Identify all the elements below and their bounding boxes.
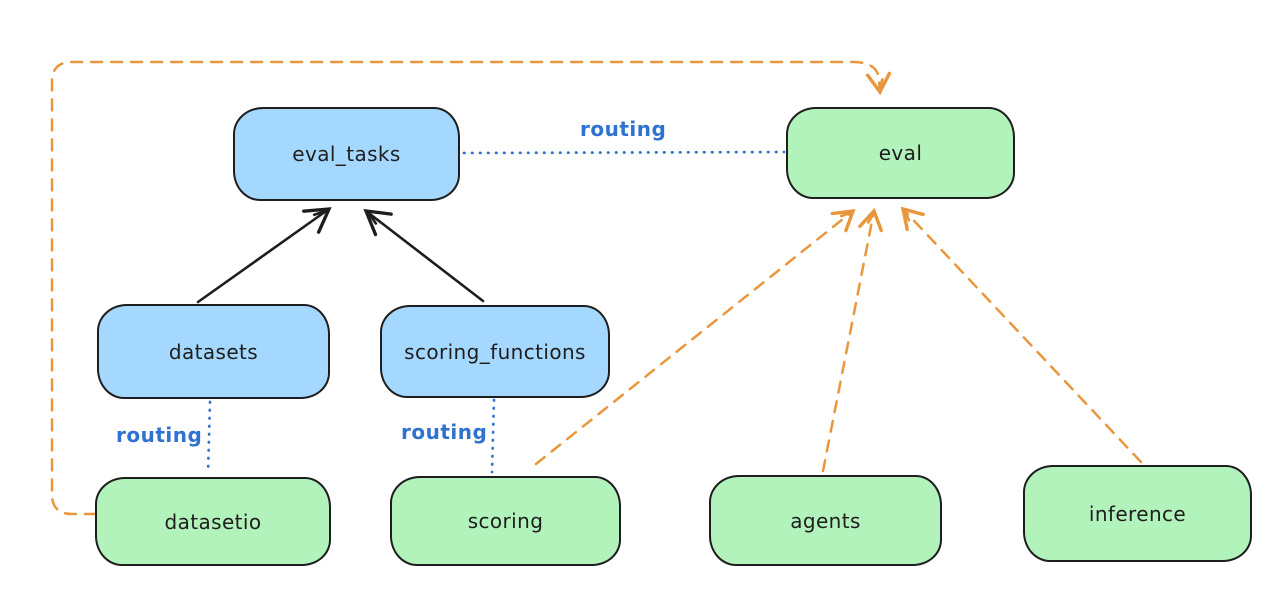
node-scoring-functions-label: scoring_functions [404, 339, 586, 364]
node-inference: inference [1023, 465, 1252, 562]
node-eval-tasks-label: eval_tasks [292, 142, 401, 166]
node-inference-label: inference [1088, 501, 1187, 526]
node-scoring: scoring [390, 476, 621, 566]
edge-datasetio-to-eval [50, 60, 892, 516]
node-eval-tasks: eval_tasks [233, 107, 460, 201]
node-scoring-functions: scoring_functions [380, 305, 610, 398]
node-agents-label: agents [790, 508, 861, 533]
node-datasets: datasets [97, 304, 330, 399]
node-datasetio: datasetio [95, 477, 331, 566]
edge-label-routing-scoring-functions-scoring: routing [401, 420, 488, 444]
node-eval-label: eval [878, 141, 923, 165]
node-datasetio-label: datasetio [164, 509, 262, 534]
node-scoring-label: scoring [467, 509, 544, 533]
edge-eval-tasks-to-eval-routing [462, 150, 786, 155]
edge-label-routing-eval-tasks-eval: routing [580, 117, 667, 141]
node-eval: eval [786, 107, 1015, 199]
edge-agents-to-eval [821, 207, 883, 473]
edge-inference-to-eval [900, 206, 1143, 464]
edge-datasets-to-eval-tasks [196, 207, 332, 304]
edge-scoring-functions-to-eval-tasks [363, 208, 485, 303]
edge-scoring-functions-to-scoring-routing [490, 398, 496, 474]
node-datasets-label: datasets [168, 339, 259, 364]
edge-datasets-to-datasetio-routing [206, 400, 212, 475]
edge-scoring-to-eval [534, 208, 856, 466]
edge-label-routing-datasets-datasetio: routing [116, 423, 203, 447]
node-agents: agents [709, 475, 942, 566]
